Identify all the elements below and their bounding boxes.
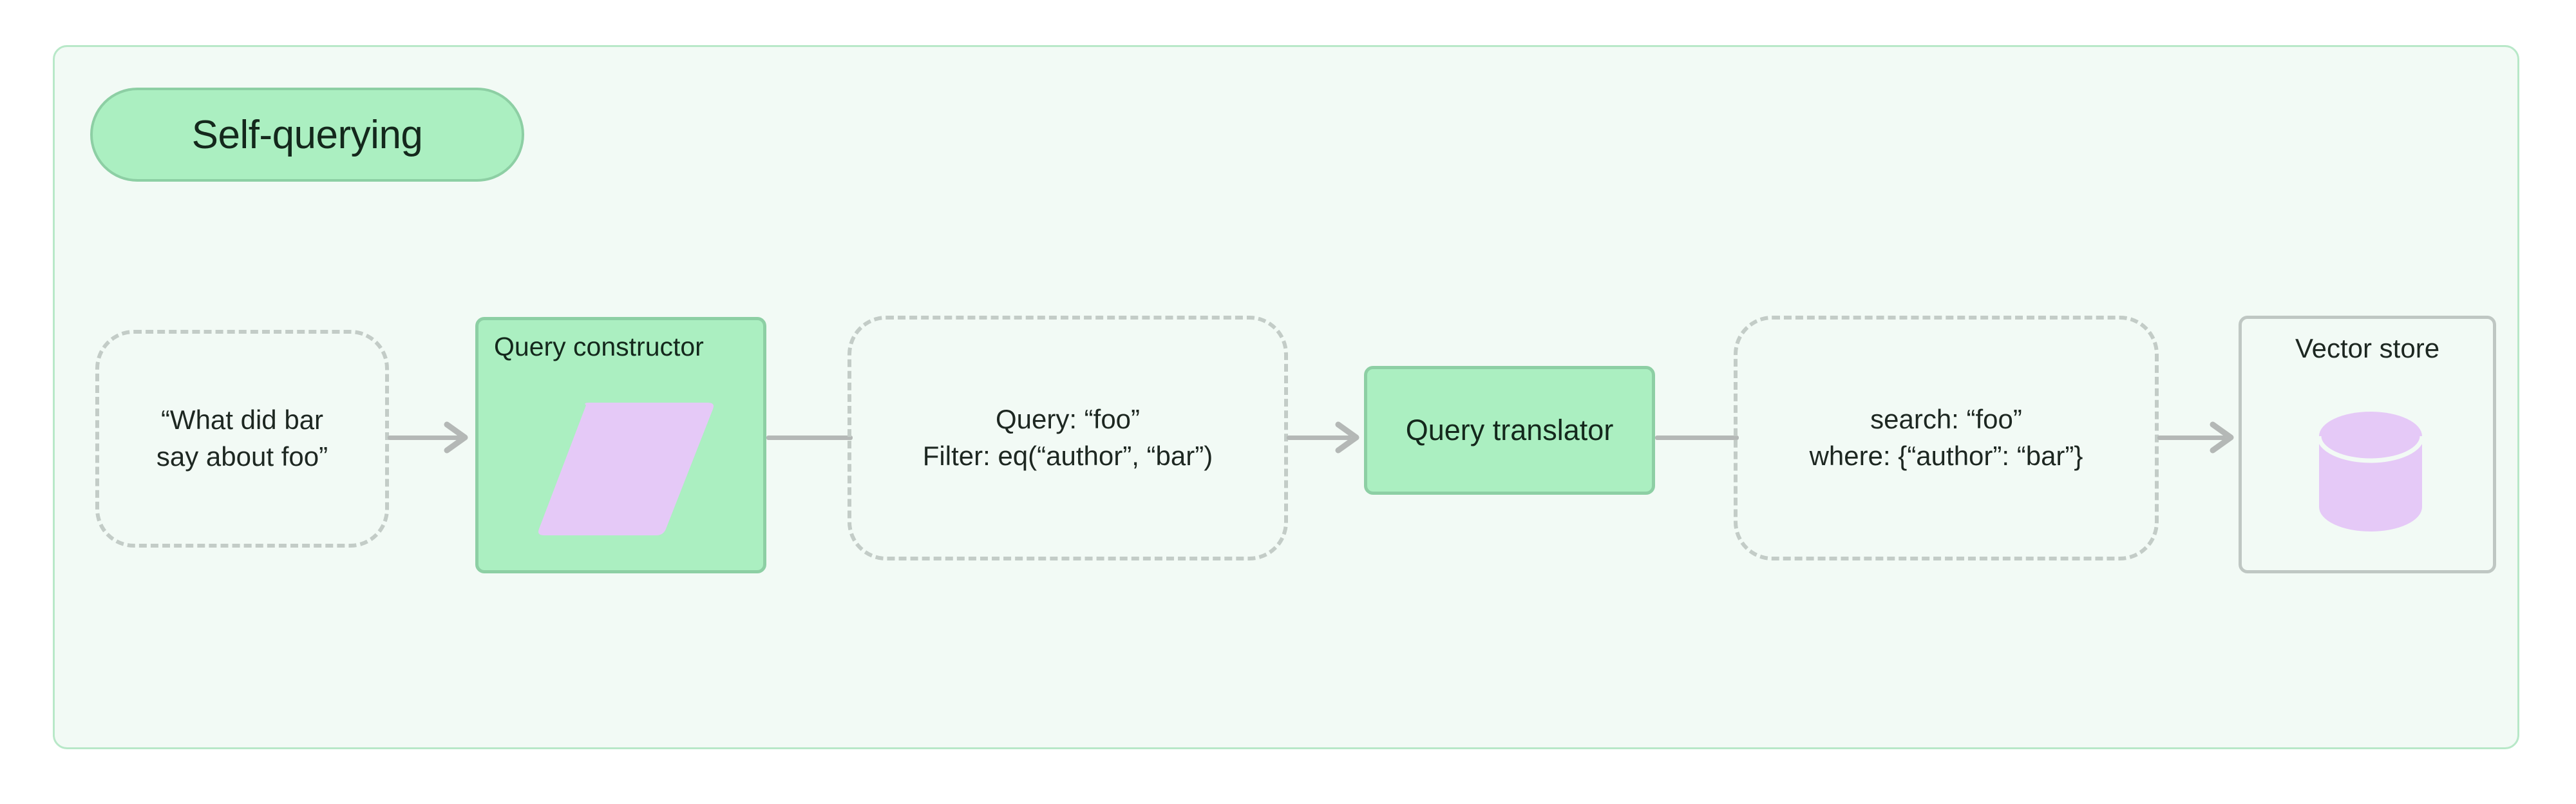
- node-vector-store[interactable]: Vector store: [2239, 316, 2496, 573]
- edge-line: [1287, 436, 1351, 440]
- subgraph-title-label: Self-querying: [191, 112, 423, 157]
- node-query-translator[interactable]: Query translator: [1364, 366, 1655, 495]
- edge-line: [1655, 436, 1739, 440]
- database-cylinder-icon: [2313, 409, 2429, 541]
- node-query-constructor[interactable]: Query constructor: [475, 317, 766, 573]
- node-vector-store-label: Vector store: [2295, 333, 2440, 363]
- edge-line: [766, 436, 853, 440]
- node-query-translator-label: Query translator: [1405, 414, 1614, 446]
- node-structured-query[interactable]: Query: “foo” Filter: eq(“author”, “bar”): [848, 316, 1288, 560]
- node-user-question[interactable]: “What did bar say about foo”: [95, 330, 389, 548]
- node-native-query-text: search: “foo” where: {“author”: “bar”}: [1809, 404, 2083, 471]
- node-user-question-text: “What did bar say about foo”: [156, 405, 328, 472]
- node-structured-query-text: Query: “foo” Filter: eq(“author”, “bar”): [922, 404, 1213, 471]
- node-native-query[interactable]: search: “foo” where: {“author”: “bar”}: [1734, 316, 2159, 560]
- parallelogram-icon: [533, 399, 719, 544]
- subgraph-title-pill: Self-querying: [90, 88, 524, 182]
- node-query-constructor-label: Query constructor: [494, 332, 704, 361]
- edge-line: [388, 436, 460, 440]
- edge-line: [2157, 436, 2226, 440]
